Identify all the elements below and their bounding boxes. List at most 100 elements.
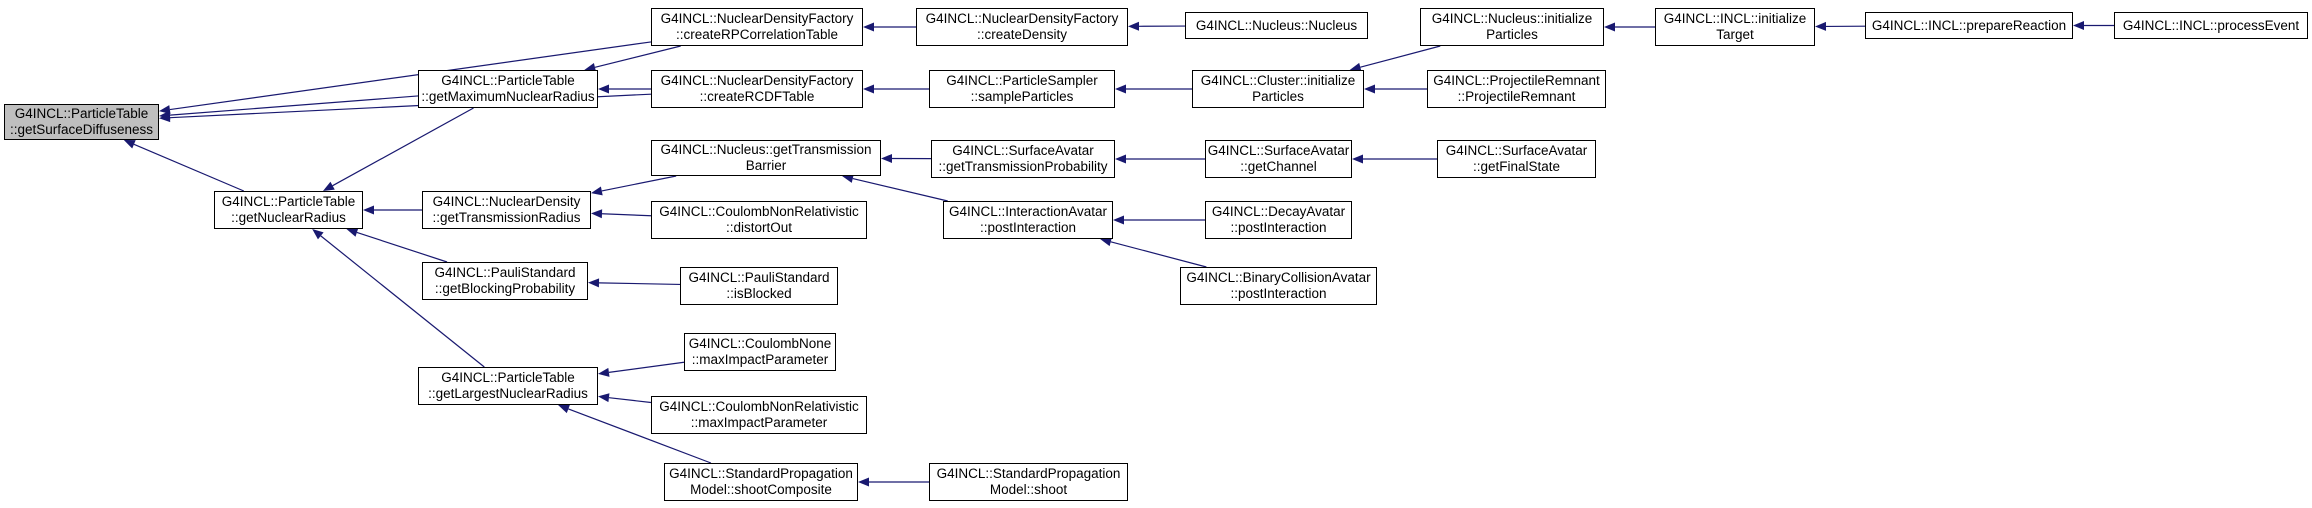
node-projectileremnant-projectileremnant[interactable]: G4INCL::ProjectileRemnant::ProjectileRem… [1427, 70, 1606, 108]
node-line-2: ::getTransmissionProbability [938, 159, 1108, 174]
node-line-2: ::postInteraction [1230, 220, 1327, 235]
node-line-2: ::getBlockingProbability [434, 281, 576, 296]
edge-n5-to-n1 [320, 235, 485, 368]
edge-n2-to-n1 [332, 107, 474, 187]
arrowhead-n25-to-n20 [1364, 84, 1375, 94]
arrowhead-n27-to-n24 [1604, 22, 1615, 32]
node-line-2: ::getTransmissionRadius [432, 210, 581, 225]
node-nucleardensityfactory-createrpcorrelationtable[interactable]: G4INCL::NuclearDensityFactory::createRPC… [651, 8, 863, 46]
node-surfaceavatar-getfinalstate[interactable]: G4INCL::SurfaceAvatar::getFinalState [1437, 140, 1596, 178]
edge-n23-to-n17 [1110, 241, 1207, 268]
arrowhead-n2-to-n1 [322, 181, 335, 191]
node-line-1: G4INCL::NuclearDensityFactory [660, 11, 854, 26]
node-binarycollisionavatar-postinteraction[interactable]: G4INCL::BinaryCollisionAvatar::postInter… [1180, 267, 1377, 305]
edge-n24-to-n20 [1360, 45, 1441, 68]
node-line-1: G4INCL::StandardPropagation [936, 466, 1121, 481]
node-line-2: ::isBlocked [726, 286, 792, 301]
node-surfaceavatar-getchannel[interactable]: G4INCL::SurfaceAvatar::getChannel [1205, 140, 1352, 178]
arrowhead-n7-to-n2 [598, 84, 609, 94]
arrowhead-n16-to-n8 [881, 153, 893, 163]
node-line-1: G4INCL::ParticleTable [441, 370, 575, 385]
edge-n6-to-n2 [594, 45, 681, 68]
edge-n11-to-n5 [608, 361, 685, 373]
node-incl-processevent[interactable]: G4INCL::INCL::processEvent [2114, 12, 2308, 39]
node-line-2: Particles [1486, 27, 1538, 42]
edge-n6-to-n0 [169, 41, 652, 111]
node-coulombnonrelativistic-distortout[interactable]: G4INCL::CoulombNonRelativistic::distortO… [651, 201, 867, 239]
arrowhead-n11-to-n5 [598, 367, 610, 377]
node-line-1: G4INCL::CoulombNonRelativistic [659, 399, 859, 414]
node-line-2: ::getChannel [1240, 159, 1317, 174]
arrowhead-n6-to-n2 [584, 62, 597, 72]
node-coulombnonrelativistic-maximpactparameter[interactable]: G4INCL::CoulombNonRelativistic::maxImpac… [651, 396, 867, 434]
node-line-1: G4INCL::PauliStandard [688, 270, 830, 285]
node-nucleardensityfactory-createdensity[interactable]: G4INCL::NuclearDensityFactory::createDen… [916, 8, 1128, 46]
arrowhead-n15-to-n7 [863, 84, 874, 94]
arrowhead-n12-to-n5 [598, 393, 610, 403]
arrowhead-n7-to-n0 [159, 113, 171, 123]
node-line-2: ::getFinalState [1472, 159, 1561, 174]
node-line-1: G4INCL::Nucleus::initialize [1431, 11, 1593, 26]
arrowhead-n14-to-n6 [863, 22, 874, 32]
node-line-2: ::getMaximumNuclearRadius [421, 89, 595, 104]
node-line-1: G4INCL::Cluster::initialize [1200, 73, 1356, 88]
arrowhead-n5-to-n1 [312, 229, 324, 240]
arrowhead-n26-to-n21 [1352, 154, 1363, 164]
node-particletable-getlargestnuclearradius[interactable]: G4INCL::ParticleTable::getLargestNuclear… [418, 367, 598, 405]
edge-n9-to-n3 [601, 213, 652, 217]
node-coulombnone-maximpactparameter[interactable]: G4INCL::CoulombNone::maxImpactParameter [684, 333, 836, 371]
node-line-2: ::getNuclearRadius [231, 210, 346, 225]
node-line-1: G4INCL::CoulombNone [688, 336, 832, 351]
node-line-1: G4INCL::SurfaceAvatar [1207, 143, 1350, 158]
node-line-1: G4INCL::CoulombNonRelativistic [659, 204, 859, 219]
node-paulistandard-getblockingprobability[interactable]: G4INCL::PauliStandard::getBlockingProbab… [422, 262, 588, 300]
node-particletable-getnuclearradius[interactable]: G4INCL::ParticleTable::getNuclearRadius [214, 191, 363, 229]
arrowhead-n9-to-n3 [591, 209, 603, 219]
arrowhead-n10-to-n4 [588, 278, 600, 288]
node-line-2: Model::shootComposite [690, 482, 832, 497]
node-incl-preparereaction[interactable]: G4INCL::INCL::prepareReaction [1865, 12, 2073, 39]
arrowhead-n24-to-n20 [1349, 62, 1362, 72]
node-line-1: G4INCL::SurfaceAvatar [952, 143, 1094, 158]
arrowhead-n13-to-n5 [558, 404, 570, 414]
edge-n1-to-n0 [133, 143, 245, 192]
node-line-2: ::createRCDFTable [699, 89, 815, 104]
arrowhead-n18-to-n13 [858, 477, 869, 487]
edge-n17-to-n8 [852, 177, 948, 202]
node-nucleus-nucleus[interactable]: G4INCL::Nucleus::Nucleus [1185, 12, 1368, 39]
node-particletable-getsurfacediffuseness[interactable]: G4INCL::ParticleTable::getSurfaceDiffuse… [4, 104, 159, 140]
node-line-1: G4INCL::ParticleTable [441, 73, 575, 88]
node-surfaceavatar-gettransmissionprobability[interactable]: G4INCL::SurfaceAvatar::getTransmissionPr… [931, 140, 1115, 178]
node-particletable-getmaximumnuclearradius[interactable]: G4INCL::ParticleTable::getMaximumNuclear… [418, 70, 598, 108]
node-line-2: ::getLargestNuclearRadius [428, 386, 588, 401]
node-line-1: G4INCL::NuclearDensity [432, 194, 581, 209]
arrowhead-n19-to-n14 [1128, 21, 1140, 31]
node-line-1: G4INCL::StandardPropagation [669, 466, 853, 481]
node-line-2: ::getSurfaceDiffuseness [9, 122, 154, 137]
arrowhead-n8-to-n3 [591, 186, 603, 196]
node-particlesampler-sampleparticles[interactable]: G4INCL::ParticleSampler::sampleParticles [929, 70, 1115, 108]
node-line-2: ::maxImpactParameter [690, 415, 828, 430]
node-paulistandard-isblocked[interactable]: G4INCL::PauliStandard::isBlocked [680, 267, 838, 305]
node-decayavatar-postinteraction[interactable]: G4INCL::DecayAvatar::postInteraction [1205, 201, 1352, 239]
node-line-2: ::sampleParticles [970, 89, 1074, 104]
edge-n2-to-n0 [169, 95, 419, 116]
edge-n12-to-n5 [608, 397, 652, 404]
arrowhead-n20-to-n15 [1115, 84, 1126, 94]
node-line-1: G4INCL::Nucleus::getTransmission [660, 142, 872, 157]
node-line-1: G4INCL::Nucleus::Nucleus [1195, 17, 1358, 33]
edge-n4-to-n1 [356, 231, 448, 263]
node-nucleardensity-gettransmissionradius[interactable]: G4INCL::NuclearDensity::getTransmissionR… [422, 191, 591, 229]
edge-n13-to-n5 [568, 408, 712, 464]
node-line-1: G4INCL::NuclearDensityFactory [925, 11, 1119, 26]
node-line-2: Target [1716, 27, 1754, 42]
node-nucleardensityfactory-createrdcftable[interactable]: G4INCL::NuclearDensityFactory::createRCD… [651, 70, 863, 108]
node-interactionavatar-postinteraction[interactable]: G4INCL::InteractionAvatar::postInteracti… [943, 201, 1113, 239]
